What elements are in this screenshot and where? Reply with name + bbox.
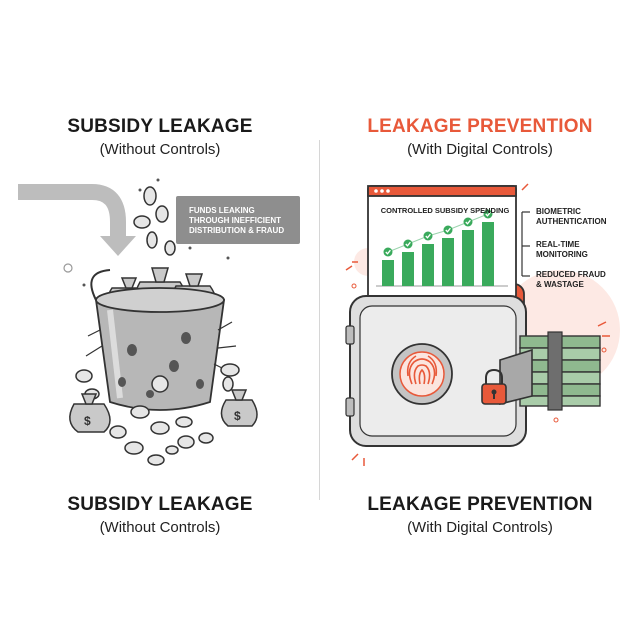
flow-arrow-head <box>100 236 136 256</box>
leakage-callout: FUNDS LEAKING THROUGH INEFFICIENT DISTRI… <box>176 196 300 244</box>
coin-icon <box>130 405 150 419</box>
svg-text:$: $ <box>234 409 241 423</box>
coin-icon <box>222 376 234 392</box>
prevention-panel: LEAKAGE PREVENTION (With Digital Control… <box>320 0 640 640</box>
right-subtitle-bottom: (With Digital Controls) <box>407 519 553 536</box>
leakage-panel: SUBSIDY LEAKAGE (Without Controls) $ $ <box>18 116 300 536</box>
coin-icon <box>146 231 158 249</box>
right-subtitle-top: (With Digital Controls) <box>407 141 553 158</box>
coin-icon <box>143 186 157 206</box>
flow-arrow <box>18 184 126 240</box>
coin-icon <box>151 375 169 393</box>
coin-icon <box>198 432 214 444</box>
right-title-bottom: LEAKAGE PREVENTION <box>367 494 593 515</box>
feature-reduced-fraud: REDUCED FRAUD & WASTAGE <box>536 270 606 289</box>
bucket-hole <box>181 332 191 344</box>
bucket-hole <box>146 390 154 398</box>
left-title-top: SUBSIDY LEAKAGE <box>67 116 253 137</box>
coin-icon <box>147 454 165 466</box>
coin-icon <box>75 369 93 383</box>
coin-icon <box>177 435 195 449</box>
right-title-top: LEAKAGE PREVENTION <box>367 116 593 137</box>
coin-icon <box>109 425 127 439</box>
money-bag-icon <box>220 399 258 427</box>
bucket-hole <box>169 360 179 372</box>
bucket-hole <box>118 377 126 387</box>
coin-icon <box>150 421 170 435</box>
coin-icon <box>164 240 176 256</box>
money-bag-icon <box>69 403 111 433</box>
coin-icon <box>175 416 193 428</box>
coin-icon <box>124 441 144 455</box>
leaking-bucket-illustration: $ $ $ <box>18 178 258 466</box>
coin-icon <box>133 215 151 229</box>
bucket <box>94 299 226 411</box>
panel-divider <box>319 140 320 500</box>
feature-monitoring: REAL-TIME MONITORING <box>536 240 588 259</box>
sparkle <box>63 263 73 273</box>
left-subtitle-top: (Without Controls) <box>99 141 221 158</box>
left-subtitle-bottom: (Without Controls) <box>99 519 221 536</box>
svg-text:$: $ <box>84 414 91 428</box>
dashboard-title: CONTROLLED SUBSIDY SPENDING <box>380 206 510 215</box>
bucket-hole <box>127 344 137 356</box>
coin-icon <box>155 205 169 223</box>
feature-biometric: BIOMETRIC AUTHENTICATION <box>536 207 607 226</box>
coin-icon <box>220 363 240 377</box>
bucket-hole <box>196 379 204 389</box>
coin-icon <box>165 445 179 455</box>
left-title-bottom: SUBSIDY LEAKAGE <box>67 494 253 515</box>
